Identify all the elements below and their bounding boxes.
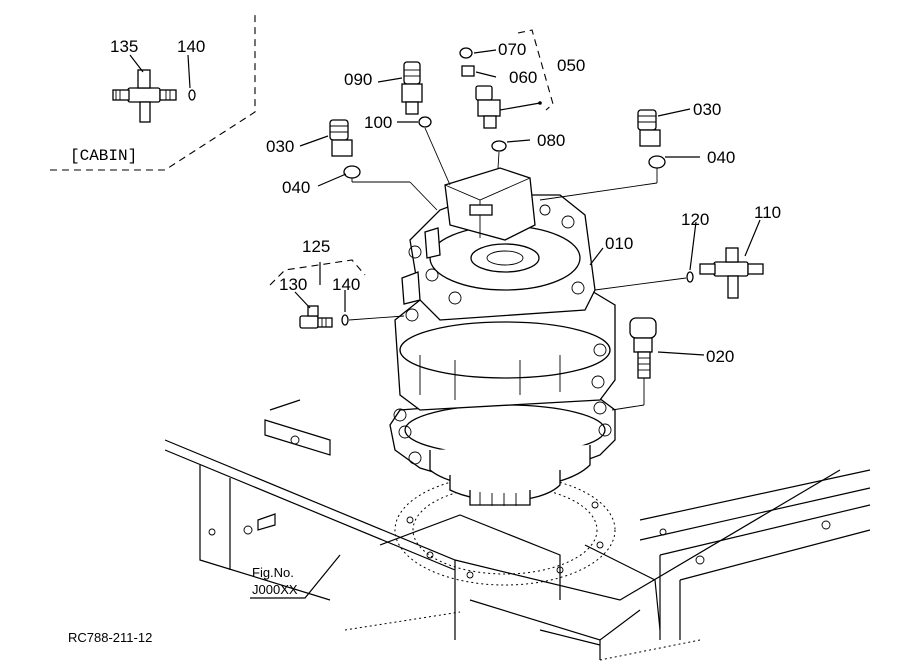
callout-070: 070 [498,40,526,59]
callout-125: 125 [302,237,330,256]
callout-135: 135 [110,37,138,56]
callout-080: 080 [537,131,565,150]
callout-110: 110 [754,203,781,222]
o-ring-040-left[interactable] [343,165,361,179]
o-ring-100[interactable] [418,116,432,128]
o-ring-140-cabin[interactable] [188,89,196,101]
callout-050: 050 [557,56,585,75]
callout-030-right: 030 [693,100,721,119]
nut-060[interactable] [461,65,475,77]
swing-motor-assembly[interactable] [389,167,616,506]
callout-040-left: 040 [282,178,310,197]
callout-090: 090 [344,70,372,89]
frame-structure [164,399,871,661]
o-ring-080[interactable] [491,140,507,152]
callout-140-cabin: 140 [177,37,205,56]
callout-020: 020 [706,347,734,366]
cap-070[interactable] [459,47,473,59]
tee-fitting-110[interactable] [699,247,764,299]
callout-120: 120 [681,210,709,229]
o-ring-140[interactable] [341,314,349,326]
bolt-020[interactable] [629,317,657,379]
adapter-090[interactable] [401,61,423,115]
callout-100: 100 [364,113,392,132]
callout-labels: 135 140 090 070 060 050 030 100 080 030 … [68,37,781,645]
fig-no-value: J000XX [252,582,298,597]
drawing-code: RC788-211-12 [68,630,152,645]
o-ring-040-right[interactable] [648,155,666,169]
tee-fitting-135[interactable] [112,69,177,123]
plug-050[interactable] [475,85,501,129]
fig-no-label: Fig.No. [252,565,294,580]
cabin-inset: [CABIN] [50,15,256,171]
leader-lines [250,29,761,599]
adapter-030-right[interactable] [637,109,661,147]
callout-040-right: 040 [707,148,735,167]
cabin-label: [CABIN] [70,147,137,165]
callout-140: 140 [332,275,360,294]
callout-010: 010 [605,234,633,253]
callout-130: 130 [279,275,307,294]
callout-060: 060 [509,68,537,87]
o-ring-120[interactable] [686,271,694,283]
callout-030-left: 030 [266,137,294,156]
adapter-030-left[interactable] [329,119,353,157]
fitting-130[interactable] [299,305,333,329]
